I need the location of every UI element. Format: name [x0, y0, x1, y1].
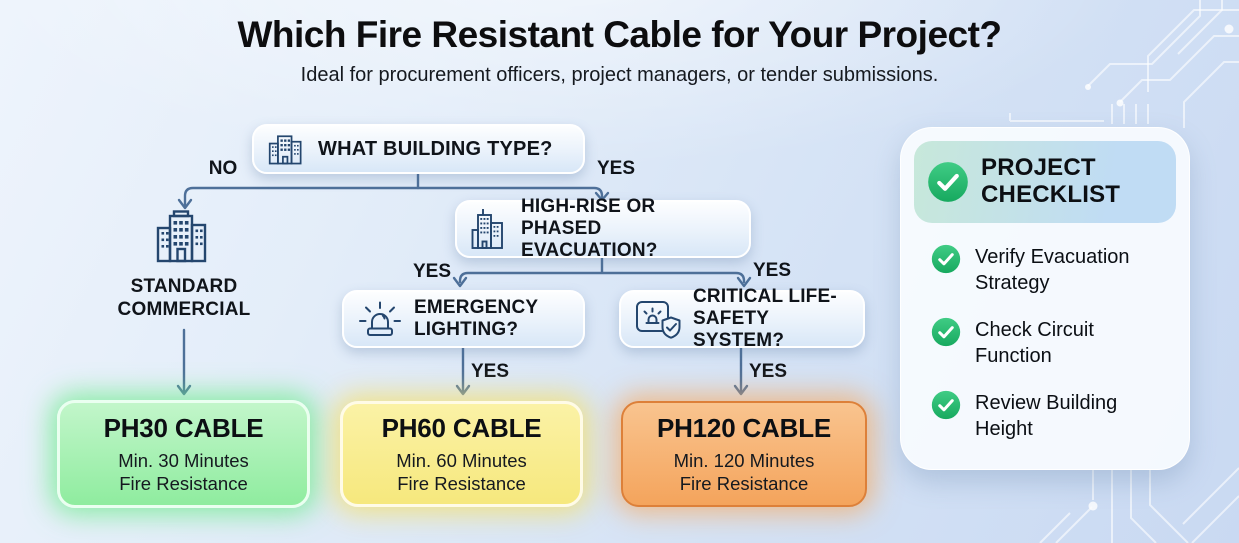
checklist-item-label: Verify Evacuation Strategy [975, 246, 1130, 294]
commercial-building-icon [153, 209, 215, 270]
node-highrise: HIGH-RISE OR PHASED EVACUATION? [455, 196, 751, 261]
edge-label-yes: YES [748, 361, 788, 382]
check-circle-icon [931, 317, 961, 347]
page-title: Which Fire Resistant Cable for Your Proj… [237, 14, 1002, 55]
result-detail: Min. 120 Minutes [673, 449, 815, 471]
check-circle-icon [931, 390, 961, 420]
checklist-item-label: Review Building Height [975, 392, 1118, 440]
building-icon [267, 131, 307, 167]
emergency-light-icon [357, 299, 403, 339]
result-ph120-cable: PH120 CABLE Min. 120 Minutes Fire Resist… [621, 401, 867, 507]
node-critical-life-safety-label: CRITICAL LIFE-SAFETY SYSTEM? [693, 286, 837, 351]
checklist-item: Verify Evacuation Strategy [931, 244, 1172, 296]
check-circle-icon [931, 244, 961, 274]
checklist-item-label: Check Circuit Function [975, 319, 1094, 367]
node-building-type: WHAT BUILDING TYPE? [252, 124, 585, 174]
result-ph60-cable: PH60 CABLE Min. 60 Minutes Fire Resistan… [340, 401, 583, 507]
result-title: PH30 CABLE [103, 412, 264, 443]
node-emergency-lighting: EMERGENCY LIGHTING? [342, 290, 585, 348]
edge-label-yes: YES [752, 260, 792, 281]
checklist-title: PROJECT CHECKLIST [981, 154, 1121, 208]
checklist-item: Review Building Height [931, 390, 1172, 442]
project-checklist-card: PROJECT CHECKLIST Verify Evacuation Stra… [900, 127, 1190, 470]
checklist-header: PROJECT CHECKLIST [914, 141, 1176, 223]
node-emergency-lighting-label: EMERGENCY LIGHTING? [414, 297, 538, 340]
result-detail: Min. 60 Minutes [396, 449, 527, 471]
node-highrise-label: HIGH-RISE OR PHASED EVACUATION? [521, 196, 658, 261]
result-detail: Fire Resistance [397, 473, 526, 494]
edge-label-yes: YES [412, 261, 452, 282]
alarm-panel-shield-check-icon [634, 298, 682, 340]
high-rise-building-icon [470, 208, 510, 250]
edge-label-yes: YES [470, 361, 510, 382]
result-detail: Fire Resistance [679, 473, 809, 494]
node-critical-life-safety: CRITICAL LIFE-SAFETY SYSTEM? [619, 286, 865, 351]
check-circle-icon [927, 161, 969, 203]
edge-label-no: NO [208, 158, 238, 179]
result-title: PH120 CABLE [656, 412, 832, 443]
checklist-item: Check Circuit Function [931, 317, 1172, 369]
standard-commercial-label: STANDARD COMMERCIAL [117, 276, 251, 321]
result-title: PH60 CABLE [381, 412, 542, 443]
result-detail: Min. 30 Minutes [118, 449, 249, 471]
page-subtitle: Ideal for procurement officers, project … [300, 64, 939, 86]
node-building-type-label: WHAT BUILDING TYPE? [318, 137, 553, 160]
result-ph30-cable: PH30 CABLE Min. 30 Minutes Fire Resistan… [57, 400, 310, 508]
result-detail: Fire Resistance [119, 473, 248, 494]
edge-label-yes: YES [596, 158, 636, 179]
